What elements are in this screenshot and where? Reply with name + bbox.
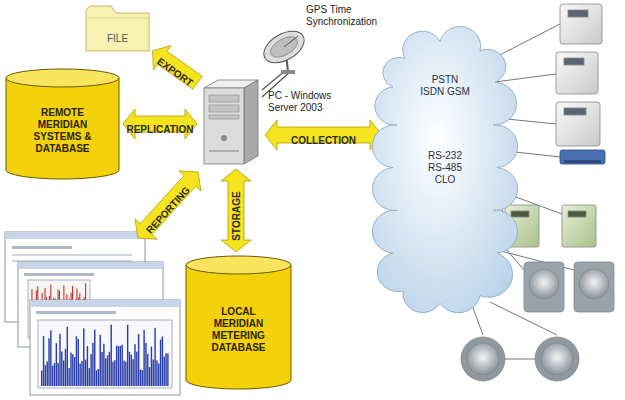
report-screens bbox=[5, 232, 180, 395]
network-list: PSTN ISDN GSM bbox=[419, 74, 471, 98]
fat-arrow bbox=[265, 120, 382, 150]
node-label: FILE bbox=[107, 33, 128, 45]
database-cylinder: REMOTE MERIDIAN SYSTEMS & DATABASE bbox=[5, 68, 120, 180]
file-folder: FILE bbox=[85, 4, 150, 52]
node-label: REMOTE MERIDIAN SYSTEMS & DATABASE bbox=[32, 107, 94, 155]
database-cylinder: LOCAL MERIDIAN METERING DATABASE bbox=[185, 255, 292, 390]
arrow-label: COLLECTION bbox=[291, 135, 356, 146]
arrow-label: STORAGE bbox=[231, 191, 242, 240]
fat-arrow bbox=[221, 169, 251, 252]
network-cloud: PSTN ISDN GSM RS-232 RS-485 CLO bbox=[385, 30, 505, 310]
server-tower: PC - Windows Server 2003 bbox=[200, 78, 262, 166]
reporting-arrow bbox=[135, 171, 201, 239]
arrow-label: REPORTING bbox=[144, 184, 192, 235]
network-list: RS-232 RS-485 CLO bbox=[419, 150, 471, 186]
node-outline bbox=[200, 78, 262, 166]
node-outline bbox=[85, 4, 150, 52]
fat-arrow bbox=[123, 109, 197, 139]
node-label: LOCAL MERIDIAN METERING DATABASE bbox=[208, 306, 270, 354]
arrow-label: REPLICATION bbox=[126, 124, 193, 135]
server-label: PC - Windows Server 2003 bbox=[268, 90, 348, 114]
gps-label: GPS Time Synchronization bbox=[306, 4, 392, 28]
fat-arrow bbox=[153, 46, 203, 90]
gps-dish bbox=[258, 25, 309, 97]
